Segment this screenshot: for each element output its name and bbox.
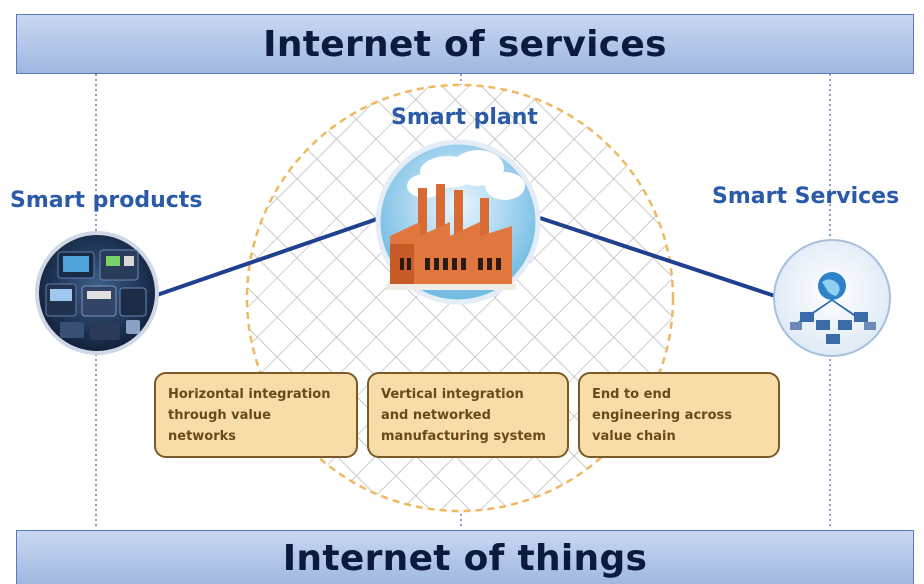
smart-plant-label: Smart plant [391,105,538,130]
smart-products-label: Smart products [10,188,203,213]
smart-products-image [35,231,159,355]
internet-of-services-bar: Internet of services [16,14,914,74]
internet-of-things-bar: Internet of things [16,530,914,584]
box-line: through value [168,408,271,423]
factory-icon [375,139,541,305]
box-line: networks [168,429,237,444]
end-to-end-engineering-box: End to end engineering across value chai… [578,372,780,458]
box-line: Vertical integration [381,387,524,402]
box-line: engineering across [592,408,732,423]
box-line: End to end [592,387,672,402]
network-globe-icon [773,239,891,357]
box-line: and networked [381,408,491,423]
internet-of-services-label: Internet of services [263,23,667,65]
internet-of-things-label: Internet of things [282,537,648,579]
horizontal-integration-box: Horizontal integration through value net… [154,372,358,458]
dashed-circle [245,83,675,513]
box-line: value chain [592,429,676,444]
smart-services-label: Smart Services [712,184,900,209]
box-line: Horizontal integration [168,387,331,402]
connector-left [153,216,381,298]
vertical-integration-box: Vertical integration and networked manuf… [367,372,569,458]
box-line: manufacturing system [381,429,546,444]
connector-right [539,216,776,298]
